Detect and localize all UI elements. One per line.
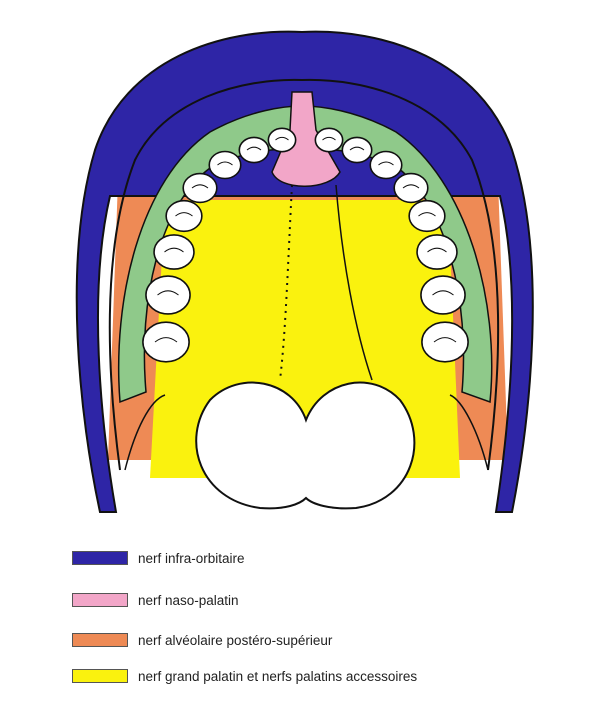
tooth-left	[142, 321, 190, 363]
legend-label: nerf grand palatin et nerfs palatins acc…	[138, 668, 418, 684]
tooth-right	[341, 136, 373, 164]
tooth-left-groove	[154, 337, 178, 343]
legend-swatch	[72, 669, 128, 683]
legend-label: nerf infra-orbitaire	[138, 550, 245, 566]
tooth-right-groove	[427, 247, 447, 253]
palatal-side-line	[335, 184, 373, 381]
tooth-right	[393, 172, 429, 204]
legend-item-naso-palatine: nerf naso-palatin	[72, 590, 239, 610]
tooth-left	[182, 172, 218, 204]
tooth-right-groove	[402, 184, 420, 189]
tooth-left-groove	[175, 212, 193, 217]
tooth-left	[145, 275, 191, 315]
legend-item-posterior-superior-alveolar: nerf alvéolaire postéro-supérieur	[72, 630, 332, 650]
tooth-left	[153, 234, 195, 270]
tooth-right	[314, 127, 344, 153]
tooth-left	[165, 199, 203, 233]
tooth-right-groove	[433, 337, 457, 343]
tooth-right	[420, 275, 466, 315]
tooth-left-groove	[217, 161, 233, 166]
tooth-right-groove	[378, 161, 394, 166]
tooth-right-groove	[349, 146, 365, 151]
lower-right-line	[449, 394, 489, 471]
lip-inner-line	[108, 78, 500, 471]
tooth-left-groove	[275, 136, 289, 141]
legend-label: nerf alvéolaire postéro-supérieur	[138, 632, 333, 648]
tooth-left	[238, 136, 270, 164]
naso-palatine-zone	[271, 91, 341, 187]
tooth-right-groove	[322, 136, 336, 141]
tooth-right	[369, 150, 403, 180]
tooth-right-groove	[418, 212, 436, 217]
tooth-left	[267, 127, 297, 153]
legend-swatch	[72, 551, 128, 565]
tooth-left-groove	[157, 290, 179, 296]
tooth-left-groove	[164, 247, 184, 253]
tooth-right	[416, 234, 458, 270]
tooth-right-groove	[432, 290, 454, 296]
oral-opening	[195, 381, 416, 510]
legend-item-infra-orbital: nerf infra-orbitaire	[72, 548, 245, 568]
tooth-left-groove	[246, 146, 262, 151]
tooth-right	[421, 321, 469, 363]
teeth-group	[142, 127, 469, 363]
tooth-left-groove	[191, 184, 209, 189]
lower-left-line	[124, 394, 166, 471]
legend-swatch	[72, 633, 128, 647]
tooth-left	[208, 150, 242, 180]
legend-item-greater-palatine: nerf grand palatin et nerfs palatins acc…	[72, 666, 417, 686]
legend-label: nerf naso-palatin	[138, 592, 239, 608]
tooth-right	[408, 199, 446, 233]
legend-swatch	[72, 593, 128, 607]
palatal-midline	[279, 184, 293, 381]
